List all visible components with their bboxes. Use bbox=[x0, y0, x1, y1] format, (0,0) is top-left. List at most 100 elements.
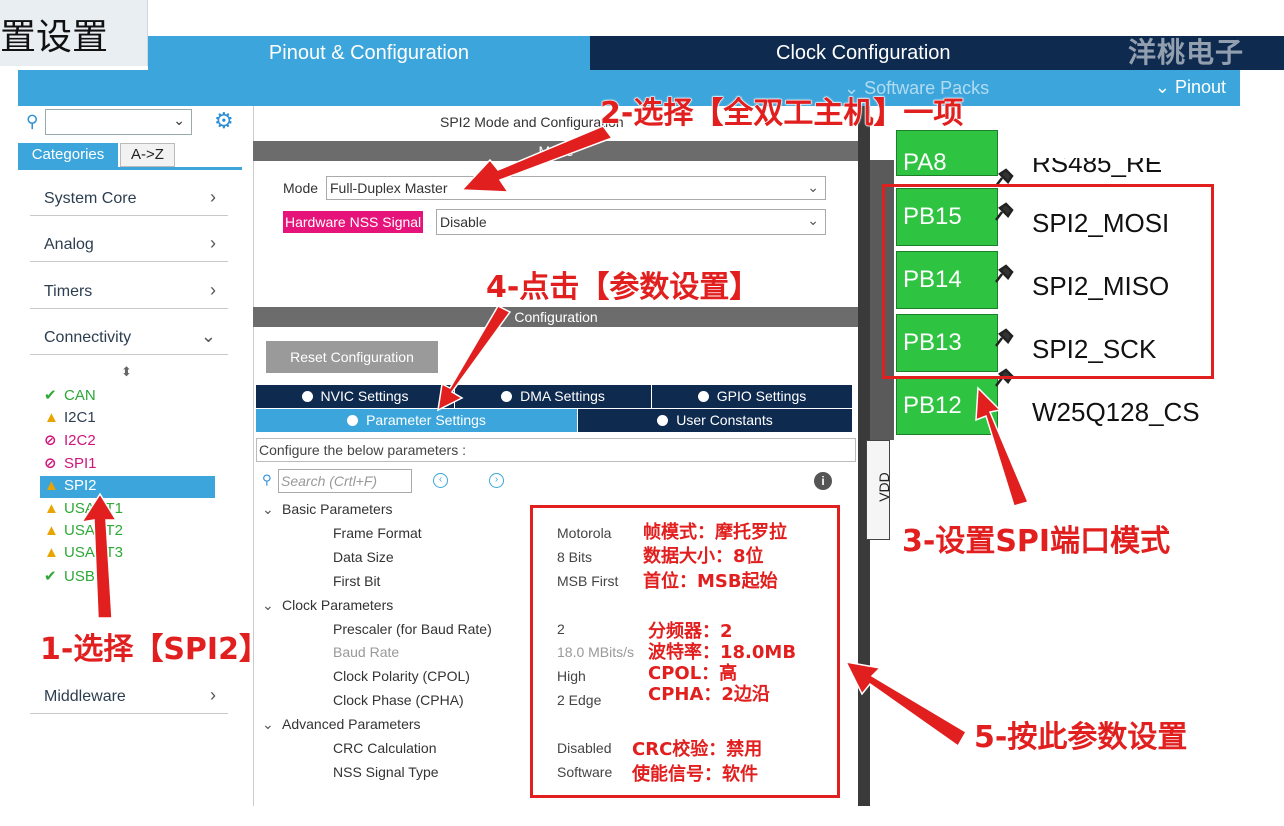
group-advanced-parameters[interactable]: ⌄Advanced Parameters bbox=[262, 716, 421, 733]
peripheral-usart2[interactable]: ▲USART2 bbox=[44, 522, 123, 542]
panel-divider[interactable] bbox=[858, 106, 870, 806]
annotation-step5: 5-按此参数设置 bbox=[973, 720, 1188, 756]
peripheral-usart3[interactable]: ▲USART3 bbox=[44, 544, 123, 564]
mode-select[interactable]: Full-Duplex Master ⌄ bbox=[326, 176, 826, 200]
sidebar-item-label: Middleware bbox=[44, 688, 126, 705]
tab-clock-label: Clock Configuration bbox=[776, 42, 951, 64]
peripheral-usb[interactable]: ✔USB bbox=[44, 567, 95, 587]
tab-user-constants[interactable]: User Constants bbox=[578, 409, 852, 432]
tab-label: User Constants bbox=[676, 412, 773, 428]
peripheral-spi2[interactable]: ▲SPI2 bbox=[44, 477, 97, 497]
param-crc-calculation-value[interactable]: Disabled bbox=[557, 740, 612, 756]
nss-signal-select[interactable]: Disable ⌄ bbox=[436, 209, 826, 235]
chevron-down-icon: ⌄ bbox=[844, 78, 865, 98]
tab-label: DMA Settings bbox=[520, 388, 605, 404]
chevron-down-icon: ⌄ bbox=[173, 112, 185, 128]
peripheral-spi1[interactable]: ⊘SPI1 bbox=[44, 454, 97, 474]
peripheral-i2c1[interactable]: ▲I2C1 bbox=[44, 409, 96, 429]
group-basic-parameters[interactable]: ⌄Basic Parameters bbox=[262, 501, 392, 518]
tab-gpio-settings[interactable]: GPIO Settings bbox=[652, 385, 852, 408]
sidebar-item-system-core[interactable]: System Core › bbox=[30, 182, 228, 216]
param-clock-phase: Clock Phase (CPHA) bbox=[333, 692, 464, 708]
sidebar-item-connectivity[interactable]: Connectivity ⌄ bbox=[30, 321, 228, 355]
peripheral-usart1[interactable]: ▲USART1 bbox=[44, 500, 123, 520]
chevron-down-icon: ⌄ bbox=[262, 716, 274, 732]
tab-clock-configuration[interactable]: Clock Configuration 洋桃电子 bbox=[590, 36, 1284, 70]
param-frame-format-value[interactable]: Motorola bbox=[557, 525, 612, 541]
tab-pinout-configuration[interactable]: Pinout & Configuration bbox=[148, 36, 590, 70]
gear-icon[interactable]: ⚙ bbox=[214, 108, 234, 133]
group-clock-parameters[interactable]: ⌄Clock Parameters bbox=[262, 597, 393, 614]
pin-pb15[interactable]: PB15 bbox=[896, 188, 998, 246]
pin-pb13[interactable]: PB13 bbox=[896, 314, 998, 372]
pinout-menu-label: Pinout bbox=[1174, 77, 1226, 97]
nss-signal-label: Hardware NSS Signal bbox=[283, 211, 424, 233]
pin-pa8[interactable]: PA8 bbox=[896, 130, 998, 176]
chevron-right-icon: › bbox=[210, 187, 216, 207]
peripheral-label: SPI1 bbox=[64, 455, 97, 472]
tab-nvic-settings[interactable]: NVIC Settings bbox=[256, 385, 454, 408]
param-data-size-value[interactable]: 8 Bits bbox=[557, 549, 593, 565]
sort-icon[interactable]: ⬍ bbox=[121, 364, 132, 379]
sidebar-item-analog[interactable]: Analog › bbox=[30, 228, 228, 262]
param-nss-signal-type: NSS Signal Type bbox=[333, 764, 439, 780]
param-clock-phase-value[interactable]: 2 Edge bbox=[557, 692, 602, 708]
category-search-select[interactable]: ⌄ bbox=[45, 109, 192, 135]
check-icon: ✔ bbox=[44, 568, 57, 585]
pin-pb14[interactable]: PB14 bbox=[896, 251, 998, 309]
nss-select-value: Disable bbox=[440, 214, 487, 230]
software-packs-menu[interactable]: ⌄ Software Packs bbox=[844, 78, 989, 99]
reset-configuration-button[interactable]: Reset Configuration bbox=[266, 341, 438, 373]
sidebar-item-timers[interactable]: Timers › bbox=[30, 275, 228, 309]
info-icon[interactable]: i bbox=[814, 472, 832, 490]
chevron-down-icon: ⌄ bbox=[262, 501, 274, 517]
status-dot-icon bbox=[301, 391, 313, 402]
configuration-section-header: Configuration bbox=[253, 307, 859, 327]
note-cpol: CPOL：高 bbox=[648, 663, 738, 684]
mode-panel-title: SPI2 Mode and Configuration bbox=[440, 114, 624, 130]
param-clock-polarity-value[interactable]: High bbox=[557, 668, 586, 684]
search-icon: ⚲ bbox=[26, 112, 39, 131]
mode-section-header: Mode bbox=[253, 141, 859, 161]
pushpin-icon bbox=[995, 328, 1014, 347]
pin-label-pb13: SPI2_SCK bbox=[1032, 334, 1157, 364]
annotation-step2: 2-选择【全双工主机】一项 bbox=[599, 96, 964, 132]
page-title: 置设置 bbox=[0, 17, 109, 58]
peripheral-label: I2C1 bbox=[64, 409, 96, 426]
status-dot-icon bbox=[657, 415, 669, 426]
sidebar-item-middleware[interactable]: Middleware › bbox=[30, 680, 228, 714]
note-crc: CRC校验：禁用 bbox=[632, 739, 763, 760]
previous-arrow-icon[interactable]: ‹ bbox=[433, 473, 448, 488]
pin-pb12[interactable]: PB12 bbox=[896, 377, 998, 435]
param-first-bit-value[interactable]: MSB First bbox=[557, 573, 619, 589]
tab-label: GPIO Settings bbox=[716, 388, 807, 404]
warning-icon: ▲ bbox=[44, 522, 59, 539]
chevron-down-icon: ⌄ bbox=[262, 597, 274, 613]
peripheral-i2c2[interactable]: ⊘I2C2 bbox=[44, 431, 96, 451]
next-arrow-icon[interactable]: › bbox=[489, 473, 504, 488]
tab-underline bbox=[18, 167, 242, 170]
param-prescaler-value[interactable]: 2 bbox=[557, 621, 565, 637]
parameter-search-input[interactable]: Search (Crtl+F) bbox=[278, 469, 412, 493]
tab-categories[interactable]: Categories bbox=[18, 143, 118, 167]
pin-label-pb14: SPI2_MISO bbox=[1032, 271, 1170, 301]
note-first-bit: 首位：MSB起始 bbox=[643, 571, 778, 592]
pin-label-pa8: RS485_RE bbox=[1032, 148, 1163, 178]
peripheral-can[interactable]: ✔CAN bbox=[44, 386, 96, 406]
param-baud-rate: Baud Rate bbox=[333, 644, 400, 660]
search-icon: ⚲ bbox=[262, 472, 272, 487]
chevron-down-icon: ⌄ bbox=[807, 212, 819, 228]
warning-icon: ▲ bbox=[44, 477, 59, 494]
highlight-box-spi-pins bbox=[882, 184, 1214, 379]
param-nss-signal-type-value[interactable]: Software bbox=[557, 764, 613, 780]
tab-dma-settings[interactable]: DMA Settings bbox=[455, 385, 651, 408]
sidebar-item-label: Timers bbox=[44, 283, 93, 300]
annotation-step4: 4-点击【参数设置】 bbox=[485, 270, 760, 306]
peripheral-label: USART3 bbox=[64, 544, 123, 561]
sidebar-item-label: Connectivity bbox=[44, 329, 132, 346]
check-icon: ✔ bbox=[44, 387, 57, 404]
pinout-menu[interactable]: ⌄ Pinout bbox=[1155, 77, 1226, 98]
page-title-tab: 置设置 bbox=[0, 0, 148, 66]
tab-a-z[interactable]: A->Z bbox=[120, 143, 175, 167]
tab-parameter-settings[interactable]: Parameter Settings bbox=[256, 409, 577, 432]
